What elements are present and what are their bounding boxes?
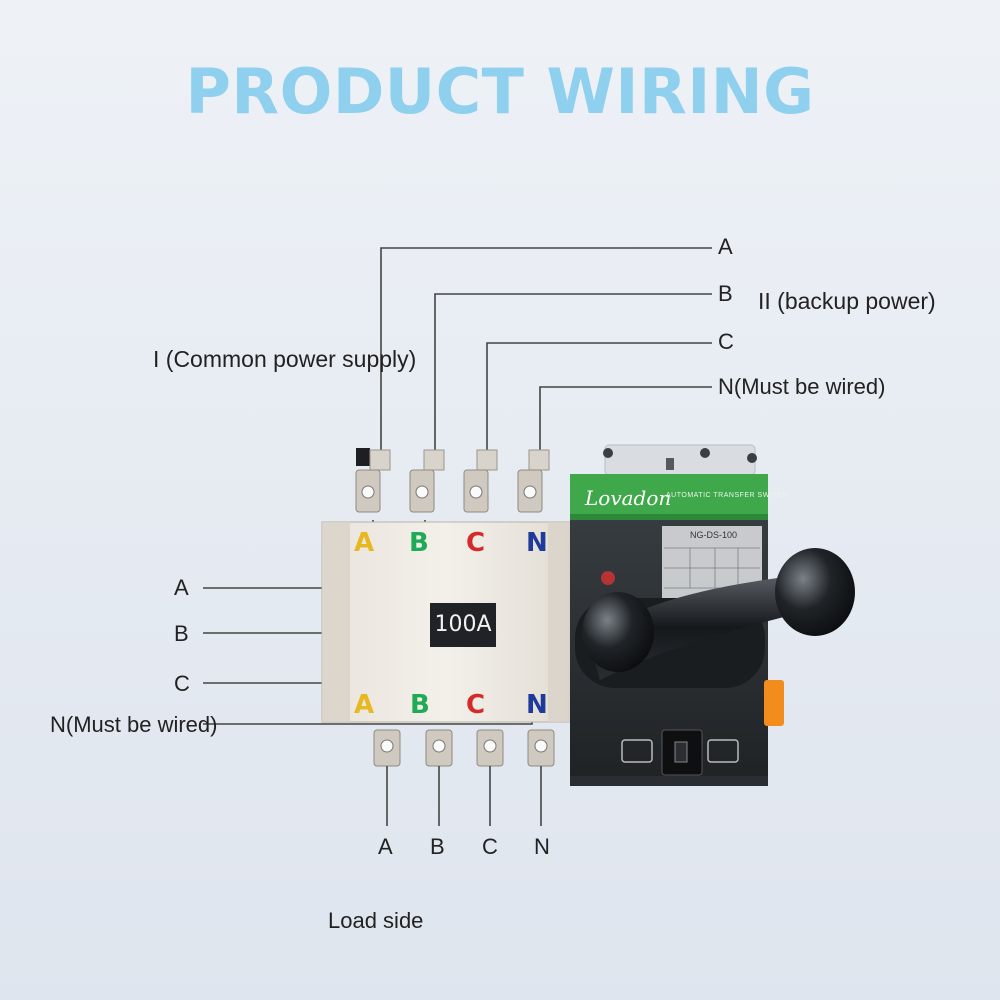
top-terminals [355,448,550,513]
phase-mark-top-a: A [354,528,375,558]
phase-mark-bottom-b: B [410,690,430,720]
phase-mark-top-n: N [526,528,548,558]
model-number: NG-DS-100 [690,530,738,540]
load-label-a: A [378,834,393,859]
load-label-b: B [430,834,445,859]
phase-mark-bottom-c: C [466,690,486,720]
brand-bar [570,474,768,520]
common-label-n: N(Must be wired) [50,712,218,737]
controller-subtitle: AUTOMATIC TRANSFER SWITCH [666,492,789,499]
backup-wire-c [486,342,712,460]
common-label-c: C [174,671,190,696]
brand-logo: Lovadon [585,486,672,510]
common-power-label: I (Common power supply) [153,346,417,372]
backup-power-label: II (backup power) [758,288,936,314]
page-title: PRODUCT WIRING [185,55,815,128]
load-side-label: Load side [328,908,424,933]
phase-mark-top-b: B [409,528,429,558]
common-label-b: B [174,621,189,646]
backup-label-n: N(Must be wired) [718,374,886,399]
load-label-c: C [482,834,498,859]
backup-label-c: C [718,329,734,354]
backup-label-b: B [718,281,733,306]
common-label-a: A [174,575,189,600]
rating-badge: 100A [430,603,496,647]
backup-label-a: A [718,234,733,259]
bottom-terminals [373,729,555,767]
controller-unit [570,444,855,786]
backup-wire-b [434,293,712,460]
phase-mark-bottom-a: A [354,690,375,720]
phase-mark-top-c: C [466,528,486,558]
load-wires [386,766,542,826]
backup-supply-wires [380,247,712,460]
phase-mark-bottom-n: N [526,690,548,720]
backup-wire-n [539,386,712,460]
backup-wire-a [380,247,712,460]
load-label-n: N [534,834,550,859]
